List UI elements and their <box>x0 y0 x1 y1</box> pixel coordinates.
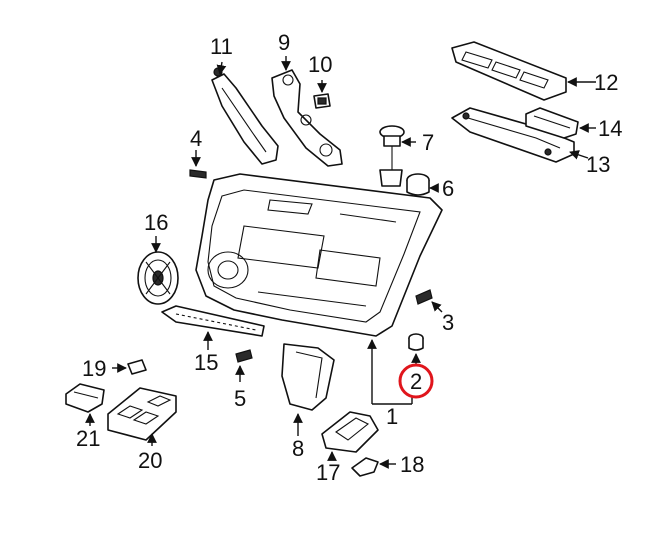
part-18-bulb <box>351 457 396 477</box>
callout-13: 13 <box>586 152 610 177</box>
part-13-switch-bracket <box>451 107 589 163</box>
part-17-handle-housing <box>321 411 379 461</box>
callout-4: 4 <box>190 126 202 151</box>
part-8-pocket <box>281 343 335 436</box>
callout-2: 2 <box>410 369 422 394</box>
part-2-bushing <box>408 333 424 366</box>
part-7-lock-knob <box>379 125 416 187</box>
callout-9: 9 <box>278 30 290 55</box>
part-1-door-trim-panel <box>195 173 443 405</box>
part-16-speaker <box>137 236 179 305</box>
part-20-switch-assembly <box>107 387 177 446</box>
callout-16: 16 <box>144 210 168 235</box>
callout-5: 5 <box>234 386 246 411</box>
part-9-handle-bracket <box>271 56 343 167</box>
callout-20: 20 <box>138 448 162 473</box>
part-19-clip <box>112 359 147 375</box>
part-4-screw <box>189 150 207 179</box>
callout-6: 6 <box>442 176 454 201</box>
part-6-grommet <box>406 173 439 196</box>
part-11-grab-handle <box>211 61 279 165</box>
callout-1: 1 <box>386 404 398 429</box>
callout-10: 10 <box>308 52 332 77</box>
callout-17: 17 <box>316 460 340 485</box>
part-3-screw <box>415 289 443 313</box>
part-10-clip <box>313 80 331 109</box>
callout-15: 15 <box>194 350 218 375</box>
highlight-ring <box>398 363 434 399</box>
callout-19: 19 <box>82 356 106 381</box>
part-5-screw <box>235 349 253 382</box>
callout-14: 14 <box>598 116 622 141</box>
callout-3: 3 <box>442 310 454 335</box>
callout-21: 21 <box>76 426 100 451</box>
part-21-switch <box>65 383 105 426</box>
callout-11: 11 <box>210 34 233 59</box>
callout-12: 12 <box>594 70 618 95</box>
part-15-trim-strip <box>161 305 265 350</box>
part-12-switch-bezel <box>451 41 596 101</box>
callout-18: 18 <box>400 452 424 477</box>
callout-8: 8 <box>292 436 304 461</box>
callout-7: 7 <box>422 130 434 155</box>
part-14-switch <box>525 107 596 139</box>
